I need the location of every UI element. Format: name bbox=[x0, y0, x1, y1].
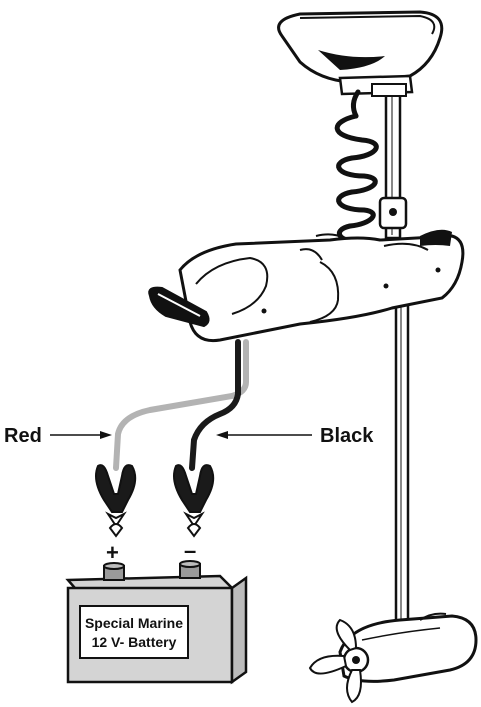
control-head bbox=[279, 12, 442, 96]
black-label-group: Black bbox=[216, 425, 374, 447]
red-label: Red bbox=[4, 425, 42, 447]
upper-column bbox=[380, 90, 406, 238]
positive-symbol: + bbox=[106, 540, 119, 565]
negative-terminal bbox=[180, 561, 200, 578]
negative-clamp bbox=[174, 465, 213, 536]
battery: Special Marine 12 V- Battery bbox=[68, 561, 246, 682]
black-label: Black bbox=[320, 425, 374, 447]
positive-terminal bbox=[104, 563, 124, 580]
black-lead-wire bbox=[192, 342, 238, 468]
lead-wires bbox=[116, 342, 246, 468]
red-lead-wire bbox=[116, 342, 246, 468]
positive-clamp bbox=[96, 465, 135, 536]
negative-symbol: – bbox=[184, 538, 196, 563]
motor-mount-housing bbox=[180, 230, 463, 341]
red-label-group: Red bbox=[4, 425, 112, 447]
battery-label-line1: Special Marine bbox=[85, 615, 183, 631]
motor-shaft bbox=[396, 300, 408, 652]
battery-label-panel bbox=[80, 606, 188, 658]
battery-label-line2: 12 V- Battery bbox=[92, 634, 177, 650]
